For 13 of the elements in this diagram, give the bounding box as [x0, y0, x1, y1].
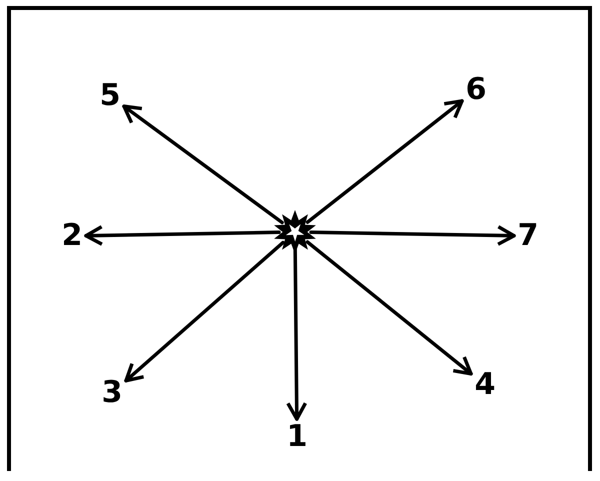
- arrow: [306, 99, 464, 224]
- number-label: 7: [518, 221, 538, 251]
- number-label: 3: [102, 378, 122, 408]
- arrow: [306, 240, 473, 376]
- arrow: [309, 225, 516, 246]
- number-label: 1: [286, 422, 308, 452]
- number-label: 5: [100, 81, 120, 111]
- number-label: 6: [466, 75, 486, 105]
- number-label: 2: [62, 221, 82, 251]
- number-label: 4: [474, 370, 496, 400]
- arrow: [84, 224, 281, 246]
- arrow: [122, 104, 284, 224]
- arrow: [124, 240, 285, 382]
